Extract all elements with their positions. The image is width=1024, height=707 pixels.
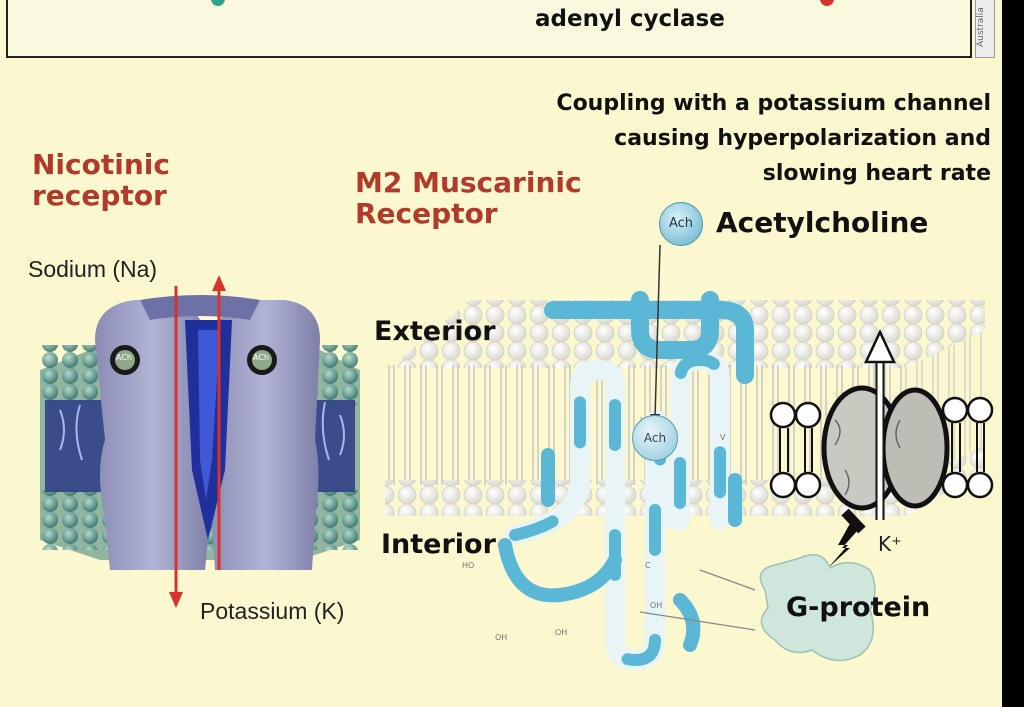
exterior-label: Exterior <box>374 316 496 347</box>
g-protein-label: G-protein <box>786 592 931 623</box>
k-ion-label: K⁺ <box>878 532 902 556</box>
svg-text:V: V <box>720 433 726 442</box>
m2-receptor-helices <box>498 291 754 670</box>
potassium-label: Potassium (K) <box>200 598 345 624</box>
nicotinic-title-line2: receptor <box>32 179 167 212</box>
g-protein-pointer-a <box>699 569 756 591</box>
adenyl-cyclase-label: adenyl cyclase <box>535 6 725 32</box>
ach-pointer-line <box>654 244 661 419</box>
interior-label: Interior <box>381 529 496 560</box>
ach-site-left: ACh <box>116 353 132 362</box>
svg-text:OH: OH <box>555 628 567 637</box>
acetylcholine-label: Acetylcholine <box>716 206 929 239</box>
svg-text:OH: OH <box>495 633 507 642</box>
bound-ach-site: Ach <box>632 415 678 461</box>
coupling-note-line3: slowing heart rate <box>762 161 991 186</box>
m2-title-line1: M2 Muscarinic <box>355 166 582 199</box>
m2-muscarinic-title: M2 Muscarinic Receptor <box>355 167 582 229</box>
nicotinic-receptor-illustration <box>40 275 360 608</box>
nicotinic-title: Nicotinic receptor <box>32 149 170 211</box>
top-caption-box: adenyl cyclase <box>6 0 972 58</box>
ach-badge: Ach <box>659 202 703 246</box>
svg-text:C: C <box>645 561 651 570</box>
g-protein-pointer-b <box>639 611 756 631</box>
svg-text:OH: OH <box>650 601 662 610</box>
g-protein-illustration <box>759 553 876 662</box>
nicotinic-title-line1: Nicotinic <box>32 148 170 181</box>
svg-text:HO: HO <box>462 561 474 570</box>
teal-dot-icon <box>211 0 225 6</box>
m2-title-line2: Receptor <box>355 197 498 230</box>
ach-site-right: ACh <box>253 353 269 362</box>
coupling-note-line1: Coupling with a potassium channel <box>556 91 991 116</box>
red-dot-icon <box>820 0 834 6</box>
lightning-bolt-icon <box>828 520 858 568</box>
sodium-label: Sodium (Na) <box>28 256 158 282</box>
coupling-note-line2: causing hyperpolarization and <box>614 126 991 151</box>
coupling-note: Coupling with a potassium channel causin… <box>556 86 991 191</box>
right-black-bar <box>1002 0 1024 707</box>
potassium-channel-illustration <box>769 329 994 568</box>
